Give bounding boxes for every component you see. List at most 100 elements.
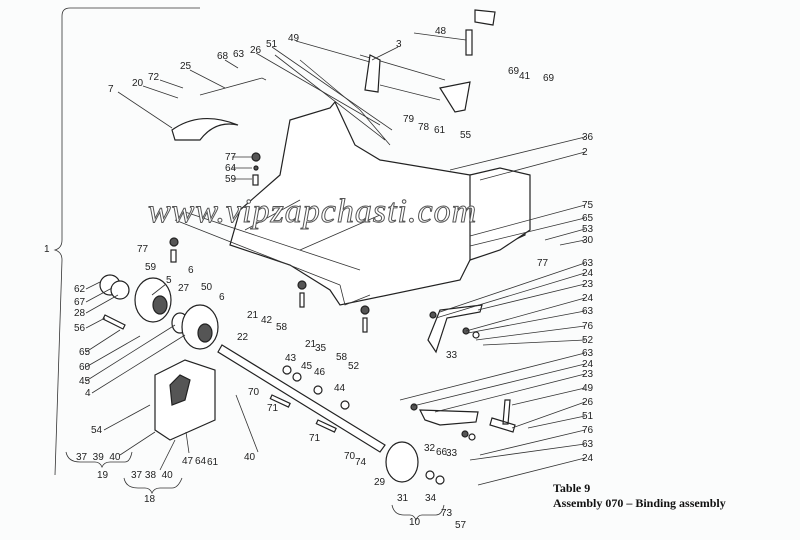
part-label: 63: [582, 439, 594, 450]
part-label: 41: [519, 71, 531, 82]
part-label: 59: [145, 262, 157, 273]
spring-part: [465, 29, 473, 56]
part-label: 7: [108, 84, 114, 95]
arm-part-2: [419, 409, 479, 426]
part-label: 23: [582, 279, 594, 290]
part-label: 20: [132, 78, 144, 89]
part-label: 54: [91, 425, 103, 436]
part-label: 48: [435, 26, 447, 37]
part-label: 26: [582, 397, 594, 408]
part-label: 77: [225, 152, 237, 163]
plate-part: [364, 54, 381, 93]
lever-part: [439, 81, 471, 113]
part-label: 18: [144, 494, 156, 505]
lever-t-part: [489, 399, 516, 433]
part-label: 43: [285, 353, 297, 364]
part-label: 5: [166, 275, 172, 286]
part-label: 36: [582, 132, 594, 143]
part-label: 37 38 40: [131, 470, 173, 481]
nut-set: [410, 311, 480, 485]
part-label: 62: [74, 284, 86, 295]
part-label: 55: [460, 130, 472, 141]
part-label: 33: [446, 350, 458, 361]
part-label: 76: [582, 321, 594, 332]
part-label: 52: [348, 361, 360, 372]
part-label: 67: [74, 297, 86, 308]
part-label: 19: [97, 470, 109, 481]
part-label: 49: [288, 33, 300, 44]
tie-rod: [199, 77, 267, 96]
part-label: 24: [582, 359, 594, 370]
part-label: 72: [148, 72, 160, 83]
part-number-labels: 1 7 20 72 25 68 63 26 51 49 3 48 69 41 6…: [44, 26, 594, 531]
part-label: 2: [582, 147, 588, 158]
part-label: 35: [315, 343, 327, 354]
part-label: 28: [74, 308, 86, 319]
part-label: 68: [217, 51, 229, 62]
part-label: 47: [182, 456, 194, 467]
part-label: 58: [336, 352, 348, 363]
part-label: 52: [582, 335, 594, 346]
part-label: 63: [582, 258, 594, 269]
part-label: 53: [582, 224, 594, 235]
part-label: 44: [334, 383, 346, 394]
part-label: 30: [582, 235, 594, 246]
part-label: 6: [188, 265, 194, 276]
part-label: 34: [425, 493, 437, 504]
assembly-title: Assembly 070 – Binding assembly: [553, 496, 726, 510]
part-label: 21: [305, 339, 317, 350]
part-label: 70: [344, 451, 356, 462]
part-label: 25: [180, 61, 192, 72]
main-shaft: [217, 344, 386, 453]
part-label: 77: [537, 258, 549, 269]
part-label: 65: [79, 347, 91, 358]
part-label: 59: [225, 174, 237, 185]
part-label: 22: [237, 332, 249, 343]
part-label: 51: [266, 39, 278, 50]
part-label: 64: [195, 456, 207, 467]
part-label: 42: [261, 315, 273, 326]
frame-part: [174, 100, 531, 306]
part-label: 40: [244, 452, 256, 463]
bracket-cutout: [169, 374, 191, 406]
part-label: 50: [201, 282, 213, 293]
table-number: Table 9: [553, 481, 590, 495]
part-label: 63: [582, 348, 594, 359]
cam-disc: [385, 441, 419, 483]
part-label: 63: [582, 306, 594, 317]
part-label: 61: [434, 125, 446, 136]
part-label: 60: [79, 362, 91, 373]
part-label: 10: [409, 517, 421, 528]
part-label: 45: [79, 376, 91, 387]
part-label: 26: [250, 45, 262, 56]
part-label: 79: [403, 114, 415, 125]
clip-part: [474, 9, 496, 26]
knife-blade: [171, 117, 239, 141]
leader-lines: [399, 136, 586, 486]
watermark-text: www.vipzapchasti.com: [148, 193, 477, 230]
part-label: 77: [137, 244, 149, 255]
part-label: 65: [582, 213, 594, 224]
part-label: 6: [219, 292, 225, 303]
part-label: 76: [582, 425, 594, 436]
part-label: 75: [582, 200, 594, 211]
leader-lines-left: [85, 32, 467, 471]
part-label: 29: [374, 477, 386, 488]
part-label: 78: [418, 122, 430, 133]
part-label: 69: [543, 73, 555, 84]
part-label: 70: [248, 387, 260, 398]
part-label: 56: [74, 323, 86, 334]
part-label: 37 39 40: [76, 452, 121, 463]
part-label: 24: [582, 268, 594, 279]
part-label: 46: [314, 367, 326, 378]
group-braces: [65, 451, 445, 522]
assembly-brace: [53, 7, 200, 476]
part-label: 4: [85, 388, 91, 399]
bar-part: [274, 54, 446, 146]
part-label: 31: [397, 493, 409, 504]
washer-set: [269, 365, 350, 433]
part-label: 64: [225, 163, 237, 174]
part-label: 24: [582, 293, 594, 304]
